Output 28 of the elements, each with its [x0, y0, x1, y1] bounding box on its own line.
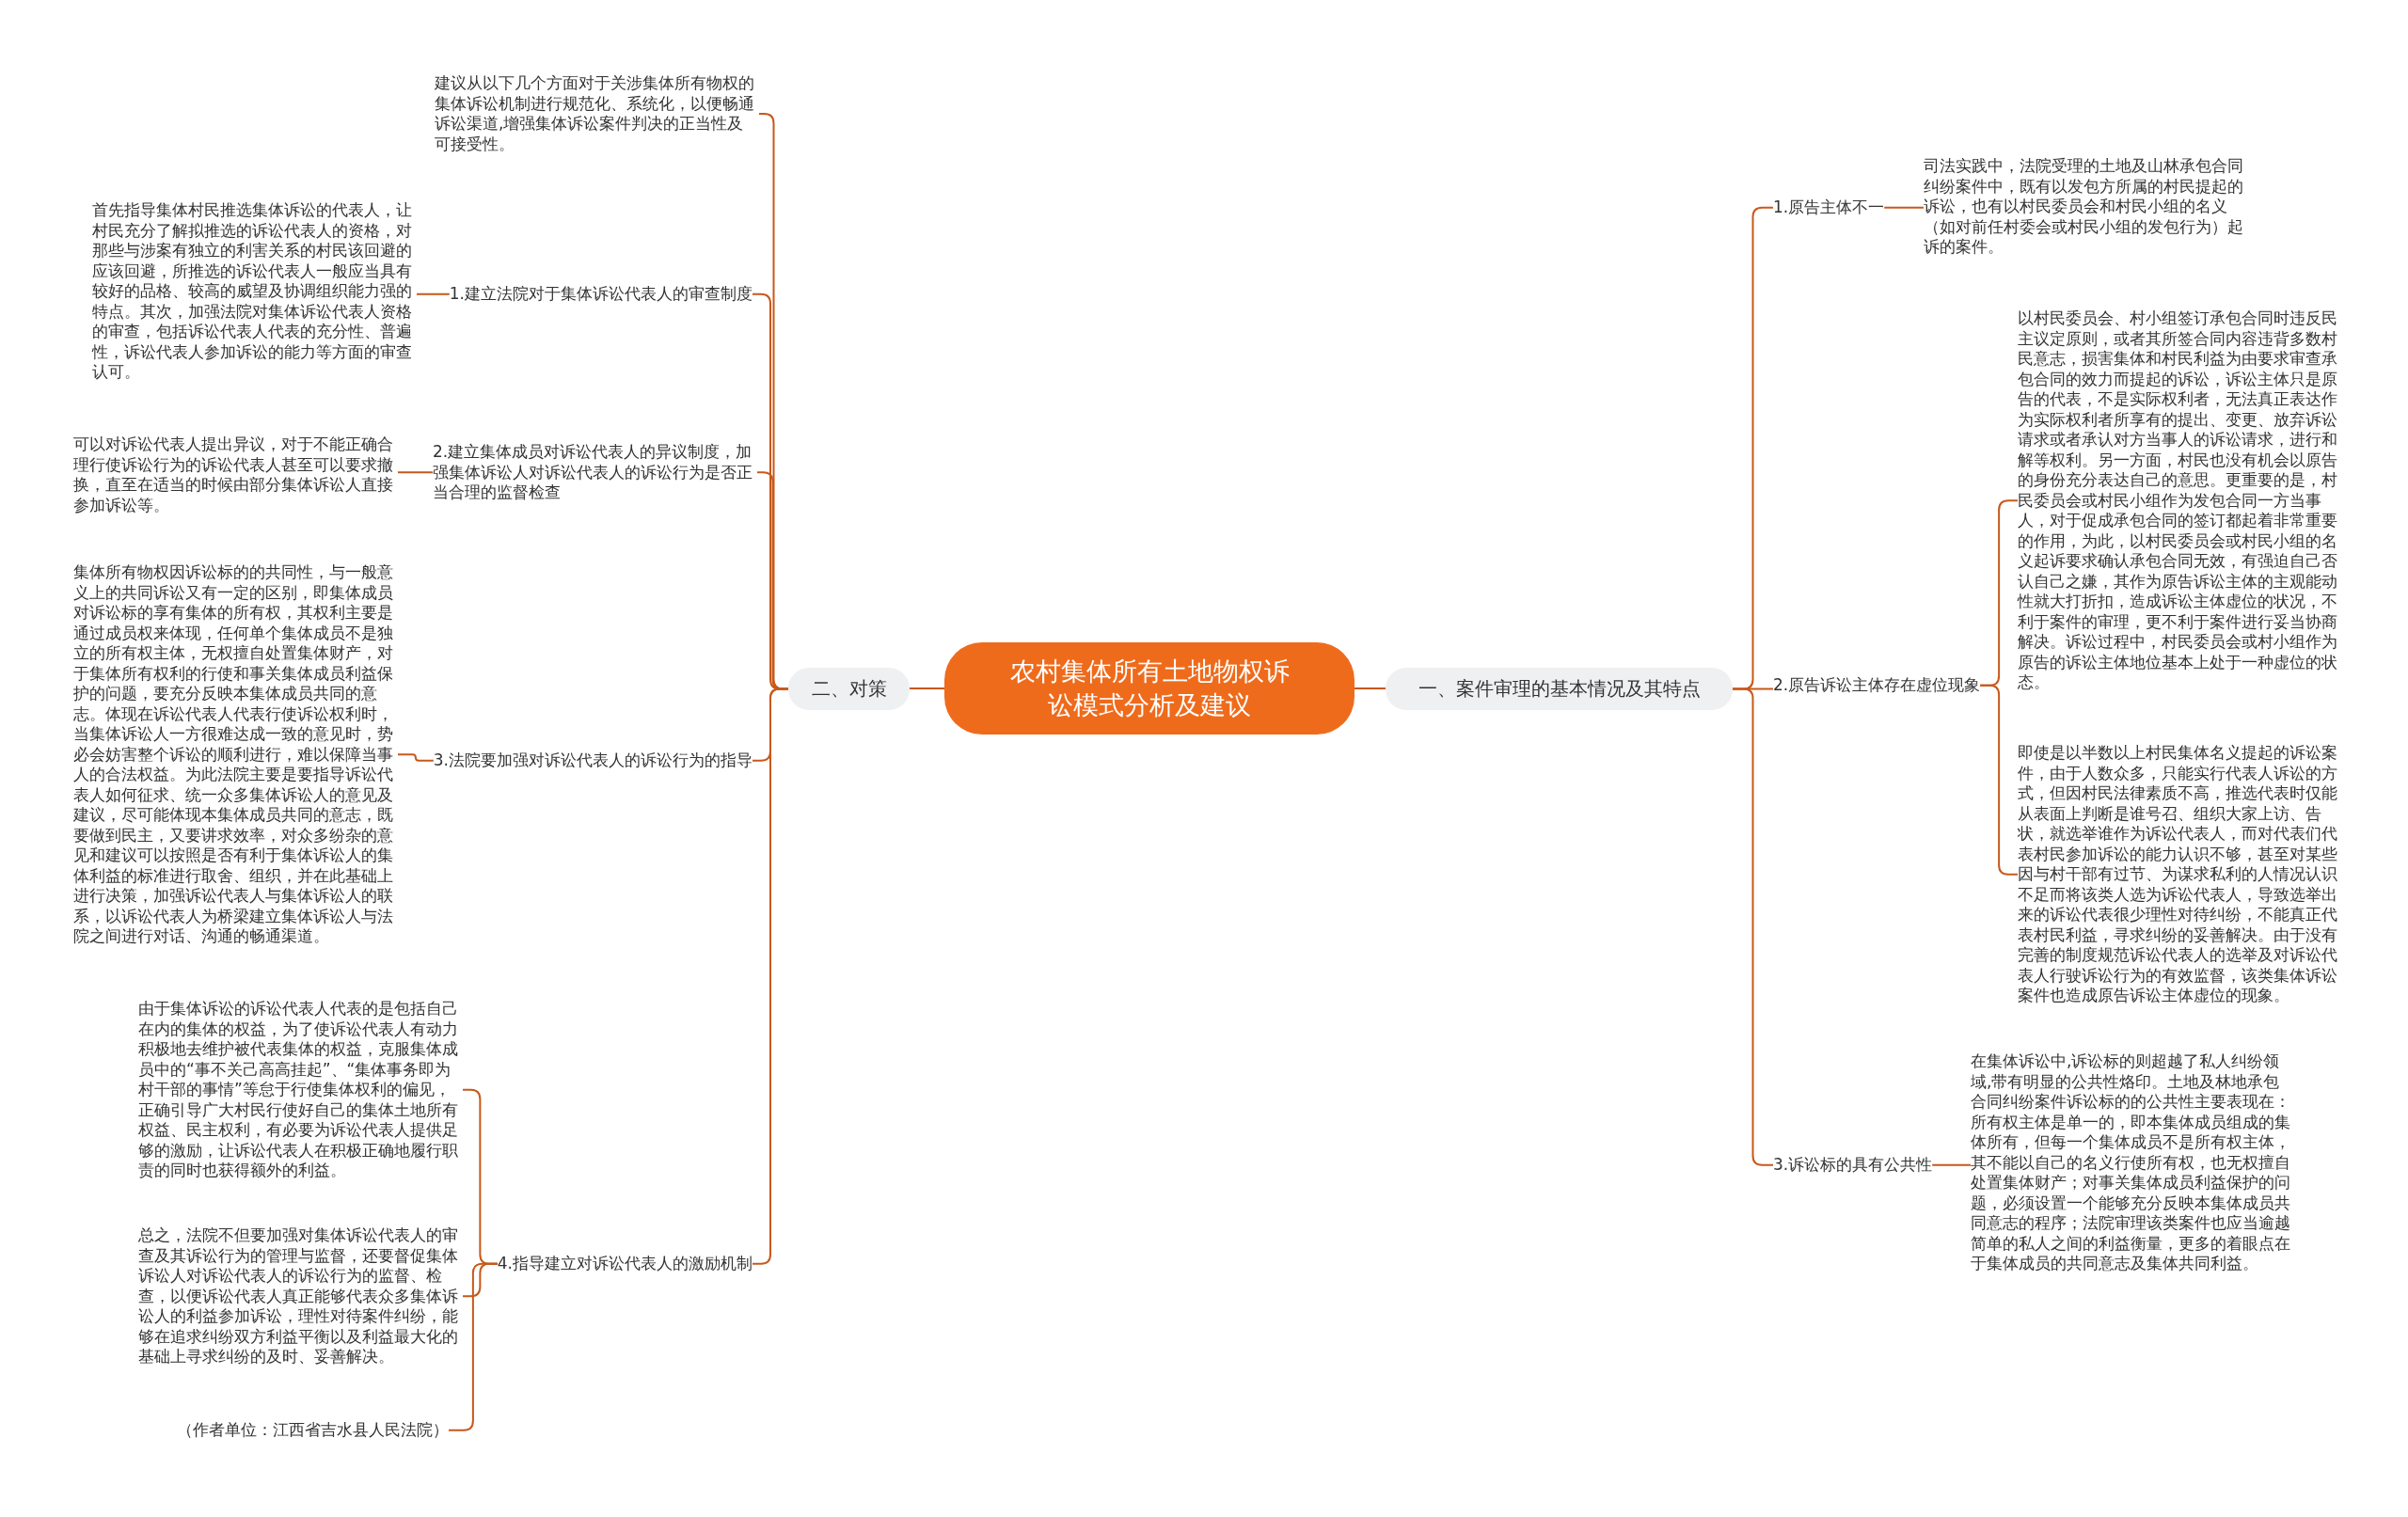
- connector-line: [397, 753, 435, 762]
- subtopic-label: 2.原告诉讼主体存在虚位现象: [1773, 675, 1981, 696]
- detail-text: 司法实践中，法院受理的土地及山林承包合同纠纷案件中，既有以发包方所属的村民提起的诉讼，也有以村民委员会和村民小组的名义（如对前任村委会或村民小组的发包行为）起诉的案件。: [1924, 156, 2248, 258]
- connector-line: [397, 471, 434, 474]
- branch-topic: 一、案件审理的基本情况及其特点: [1386, 668, 1733, 710]
- subtopic-label: 3.诉讼标的具有公共性: [1773, 1155, 1933, 1176]
- detail-text: 以村民委员会、村小组签订承包合同时违反民主议定原则，或者其所签合同内容违背多数村民意志，损害集体和村民利益为由要求审查承包合同的效力而提起的诉讼，诉讼主体只是原告的代表，不是实际权利者，无法真正表达作为实际权利者所享有的提出、变更、放弃诉讼请求或者承认对方当事人的诉讼请求，进行和解等权利。另一方面，村民也没有机会以原告的身份充分表达自己的意思。更重要的是，村民委员会或村民小组作为发包合同一方当事人，对于促成承包合同的签订都起着非常重要的作用，为此，以村民委员会或村民小组的名义起诉要求确认承包合同无效，有强迫自己否认自己之嫌，其作为原告诉讼主体的主观能动性就大打折扣，造成诉讼主体虚位的状况，不利于案件的审理，更不利于案件进行妥当协商解决。诉讼过程中，村民委员会或村小组作为原告的诉讼主体地位基本上处于一种虚位的状态。: [2018, 308, 2342, 693]
- detail-text: 总之，法院不但要加强对集体诉讼代表人的审查及其诉讼行为的管理与监督，还要督促集体诉讼人对诉讼代表人的诉讼行为的监督、检查，以便诉讼代表人真正能够代表众多集体诉讼人的利益参加诉讼，理性对待案件纠纷，能够在追求纠纷双方利益平衡以及利益最大化的基础上寻求纠纷的及时、妥善解决。: [138, 1225, 463, 1367]
- subtopic-label: （作者单位：江西省吉水县人民法院）: [177, 1420, 449, 1441]
- detail-text: 可以对诉讼代表人提出异议，对于不能正确合理行使诉讼行为的诉讼代表人甚至可以要求撤换，直至在适当的时候由部分集体诉讼人直接参加诉讼等。: [73, 435, 398, 515]
- subtopic-label: 1.原告主体不一: [1773, 198, 1885, 218]
- subtopic-label: 2.建立集体成员对诉讼代表人的异议制度，加强集体诉讼人对诉讼代表人的诉讼行为是否正当合理的监督检查: [433, 442, 757, 503]
- detail-text: 集体所有物权因诉讼标的的共同性，与一般意义上的共同诉讼又有一定的区别，即集体成员对诉讼标的享有集体的所有权，其权利主要是通过成员权来体现，任何单个集体成员不是独立的所有权主体，无权擅自处置集体财产，对于集体所有权利的行使和事关集体成员利益保护的问题，要充分反映本集体成员共同的意志。体现在诉讼代表人代表行使诉讼权利时，当集体诉讼人一方很难达成一致的意见时，势必会妨害整个诉讼的顺利进行，难以保障当事人的合法权益。为此法院主要是要指导诉讼代表人如何征求、统一众多集体诉讼人的意见及建议，尽可能体现本集体成员共同的意志，既要做到民主，又要讲求效率，对众多纷杂的意见和建议可以按照是否有利于集体诉讼人的集体利益的标准进行取舍、组织，并在此基础上进行决策，加强诉讼代表人与集体诉讼人的联系，以诉讼代表人为桥梁建立集体诉讼人与法院之间进行对话、沟通的畅通渠道。: [73, 562, 398, 947]
- detail-text: 首先指导集体村民推选集体诉讼的代表人，让村民充分了解拟推选的诉讼代表人的资格，对那些与涉案有独立的利害关系的村民该回避的应该回避，所推选的诉讼代表人一般应当具有较好的品格、较高的威望及协调组织能力强的特点。其次，加强法院对集体诉讼代表人资格的审查，包括诉讼代表人代表的充分性、普遍性，诉讼代表人参加诉讼的能力等方面的审查认可。: [92, 200, 417, 383]
- subtopic-label: 4.指导建立对诉讼代表人的激励机制: [497, 1254, 752, 1274]
- connector-line: [1883, 206, 1925, 209]
- connector-line: [909, 687, 945, 689]
- subtopic-label: 3.法院要加强对诉讼代表人的诉讼行为的指导: [433, 751, 752, 771]
- connector-line: [416, 292, 451, 295]
- connector-line: [1354, 687, 1386, 689]
- detail-text: 由于集体诉讼的诉讼代表人代表的是包括自己在内的集体的权益，为了使诉讼代表人有动力积极地去维护被代表集体的权益，克服集体成员中的“事不关己高高挂起”、“集体事务即为村干部的事情”等怠于行使集体权利的偏见，正确引导广大村民行使好自己的集体土地所有权益、民主权利，有必要为诉讼代表人提供足够的激励，让诉讼代表人在积极正确地履行职责的同时也获得额外的利益。: [138, 999, 463, 1181]
- detail-text: 建议从以下几个方面对于关涉集体所有物权的集体诉讼机制进行规范化、系统化，以便畅通诉讼渠道,增强集体诉讼案件判决的正当性及可接受性。: [435, 73, 759, 154]
- subtopic-label: 1.建立法院对于集体诉讼代表人的审查制度: [449, 284, 752, 305]
- detail-text: 即使是以半数以上村民集体名义提起的诉讼案件，由于人数众多，只能实行代表人诉讼的方式，但因村民法律素质不高，推选代表时仅能从表面上判断是谁号召、组织大家上访、告状，就选举谁作为诉讼代表人，而对代表们代表村民参加诉讼的能力认识不够，甚至对某些因与村干部有过节、为谋求私利的人情况认识不足而将该类人选为诉讼代表人，导致选举出来的诉讼代表很少理性对待纠纷，不能真正代表村民利益，寻求纠纷的妥善解决。由于没有完善的制度规范诉讼代表人的选举及对诉讼代表人行驶诉讼行为的有效监督，该类集体诉讼案件也造成原告诉讼主体虚位的现象。: [2018, 743, 2342, 1006]
- connector-line: [1931, 1163, 1972, 1166]
- detail-text: 在集体诉讼中,诉讼标的则超越了私人纠纷领域,带有明显的公共性烙印。土地及林地承包合同纠纷案件诉讼标的的公共性主要表现在：所有权主体是单一的，即本集体成员组成的集体所有，但每一个集体成员不是所有权主体，其不能以自己的名义行使所有权，也无权擅自处置集体财产；对事关集体成员利益保护的问题，必须设置一个能够充分反映本集体成员共同意志的程序；法院审理该类案件也应当逾越简单的私人之间的利益衡量，更多的着眼点在于集体成员的共同意志及集体共同利益。: [1971, 1051, 2295, 1274]
- central-topic: 农村集体所有土地物权诉讼模式分析及建议: [944, 642, 1354, 735]
- branch-topic: 二、对策: [788, 668, 910, 710]
